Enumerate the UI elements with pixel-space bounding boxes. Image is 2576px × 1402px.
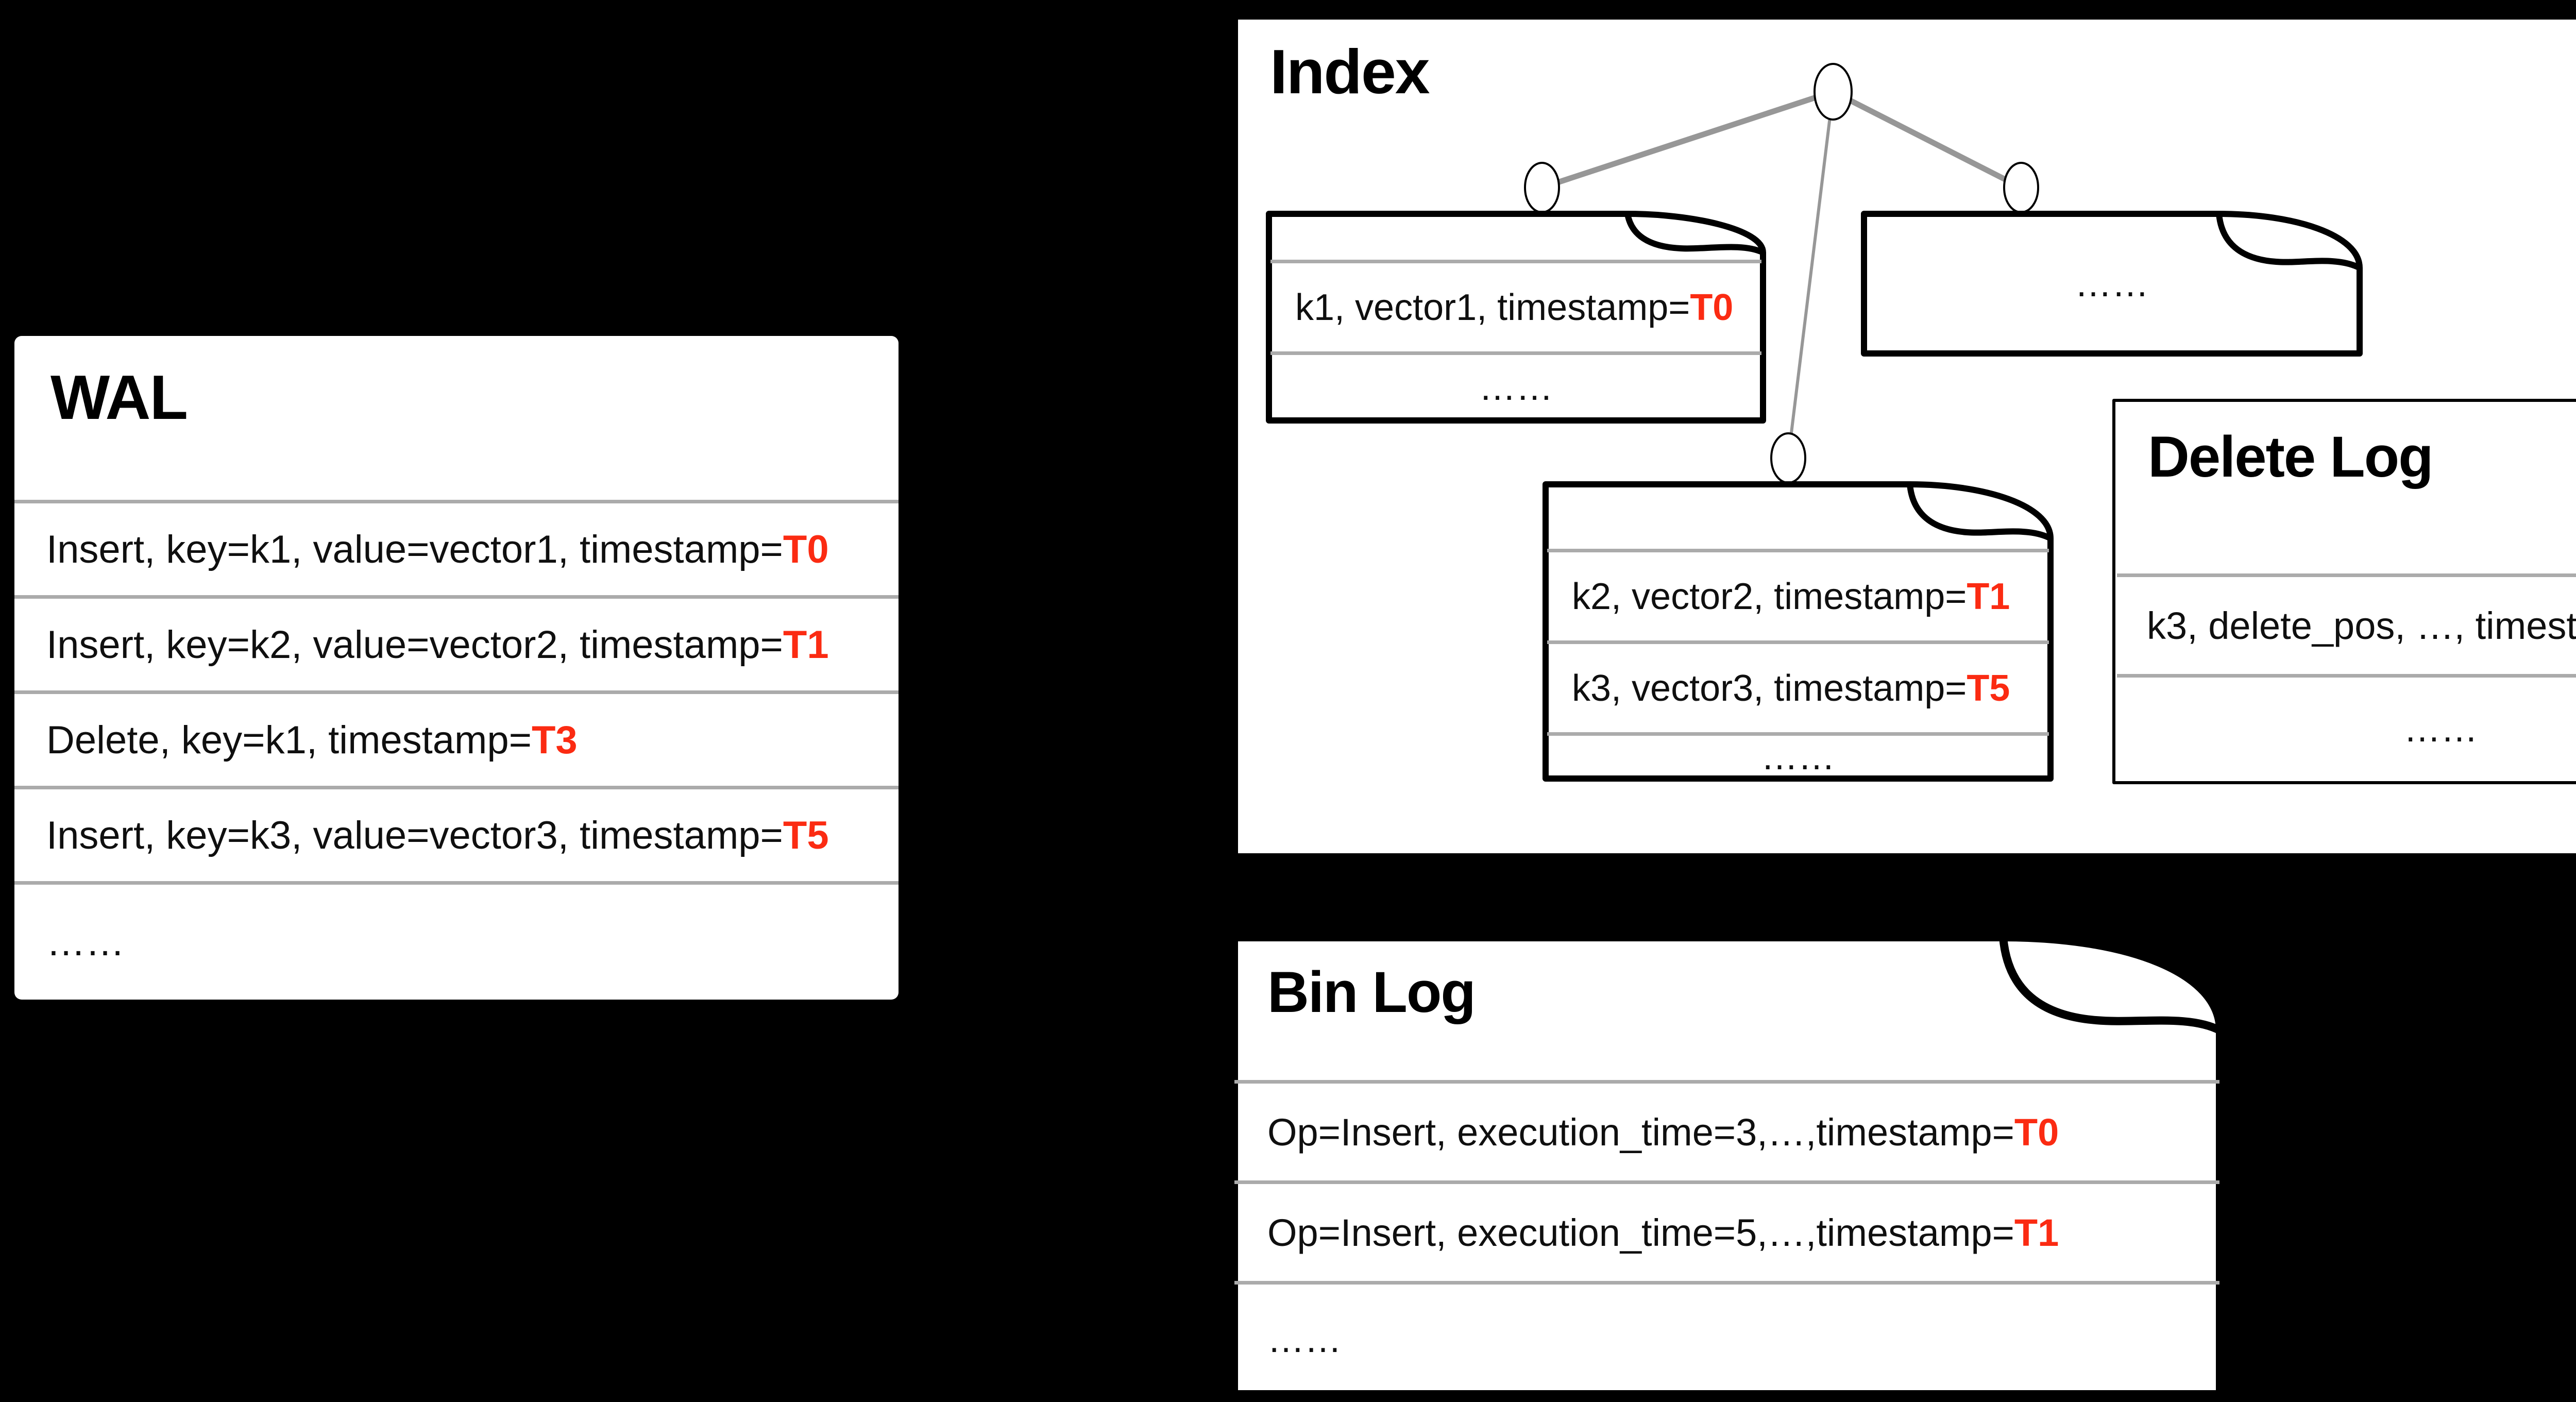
document-shape	[2112, 399, 2576, 784]
bin-log-row-1: Op=Insert, execution_time=3,…,timestamp=…	[1234, 1080, 2219, 1180]
tree-node-middle	[1770, 432, 1806, 484]
page-curl-icon	[2216, 213, 2361, 271]
tree-node-left	[1524, 162, 1560, 213]
page-curl-icon	[1907, 484, 2052, 542]
bin-log-header: Bin Log	[1234, 937, 2219, 1080]
index-entry: k3, vector3, timestamp=T5	[1547, 640, 2049, 732]
bin-log-title: Bin Log	[1267, 960, 1476, 1024]
delete-log-row: k3, delete_pos, …, timestamp=T3	[2117, 573, 2576, 674]
wal-row-1: Insert, key=k1, value=vector1, timestamp…	[14, 500, 899, 595]
log-entry-text: Insert, key=k3, value=vector3, timestamp…	[46, 813, 783, 857]
wal-row-4: Insert, key=k3, value=vector3, timestamp…	[14, 786, 899, 881]
document-more-row: ……	[1866, 214, 2358, 353]
index-entry: k2, vector2, timestamp=T1	[1547, 549, 2049, 640]
tree-edge-right	[1832, 89, 2023, 190]
ellipsis-text: ……	[1267, 1319, 1342, 1360]
timestamp-value: T0	[2014, 1110, 2059, 1154]
document-outline	[1266, 211, 1766, 424]
document-outline	[2112, 399, 2576, 784]
document-more-row: ……	[1547, 732, 2049, 778]
log-entry-text: k2, vector2, timestamp=	[1572, 576, 1967, 617]
index-entry: k1, vector1, timestamp=T0	[1270, 260, 1761, 351]
bin-log-row-2: Op=Insert, execution_time=5,…,timestamp=…	[1234, 1180, 2219, 1281]
log-entry-text: Insert, key=k2, value=vector2, timestamp…	[46, 622, 783, 667]
timestamp-value: T1	[783, 622, 829, 667]
page-curl-icon	[1999, 937, 2222, 1035]
log-entry-text: Delete, key=k1, timestamp=	[46, 718, 532, 762]
timestamp-value: T0	[1690, 286, 1734, 328]
delete-log-header: Delete Log	[2117, 402, 2576, 573]
document-rows: ……	[1866, 214, 2358, 353]
document-rows: k2, vector2, timestamp=T1 k3, vector3, t…	[1547, 485, 2049, 778]
document-more-row: ……	[2117, 674, 2576, 781]
log-entry-text: Insert, key=k1, value=vector1, timestamp…	[46, 527, 783, 571]
wal-row-more: ……	[14, 881, 899, 1000]
bin-log-panel: Bin Log Op=Insert, execution_time=3,…,ti…	[1229, 933, 2225, 1399]
wal-row-2: Insert, key=k2, value=vector2, timestamp…	[14, 595, 899, 690]
tree-node-right	[2003, 162, 2039, 213]
timestamp-value: T1	[1967, 576, 2010, 617]
index-title: Index	[1270, 37, 1430, 107]
index-leaf-document-3: ……	[1860, 210, 2363, 357]
timestamp-value: T5	[1967, 667, 2010, 709]
tree-edge-left	[1541, 89, 1834, 191]
index-tree	[1524, 63, 2039, 484]
timestamp-value: T5	[783, 813, 829, 857]
ellipsis-text: ……	[1479, 367, 1553, 408]
index-leaf-document-2: k2, vector2, timestamp=T1 k3, vector3, t…	[1542, 481, 2054, 782]
delete-log-panel: Delete Log k3, delete_pos, …, timestamp=…	[2112, 398, 2576, 785]
wal-panel: WAL Insert, key=k1, value=vector1, times…	[14, 336, 899, 1000]
document-header	[1270, 214, 1761, 260]
ellipsis-text: ……	[46, 920, 125, 964]
ellipsis-text: ……	[2403, 708, 2478, 750]
document-outline	[1861, 211, 2363, 357]
ellipsis-text: ……	[1761, 736, 1835, 778]
log-entry-text: k3, vector3, timestamp=	[1572, 667, 1967, 709]
document-more-row: ……	[1270, 351, 1761, 420]
wal-header: WAL	[14, 336, 899, 500]
log-entry-text: k1, vector1, timestamp=	[1295, 286, 1690, 328]
wal-row-3: Delete, key=k1, timestamp=T3	[14, 690, 899, 786]
document-outline	[1543, 481, 2054, 782]
log-entry-text: Op=Insert, execution_time=3,…,timestamp=	[1267, 1110, 2014, 1154]
delete-log-title: Delete Log	[2148, 425, 2434, 489]
wal-title: WAL	[50, 362, 188, 432]
timestamp-value: T1	[2014, 1211, 2059, 1254]
document-more-row: ……	[1234, 1281, 2219, 1395]
tree-node-root	[1814, 63, 1853, 121]
timestamp-value: T0	[783, 527, 829, 571]
document-outline	[1230, 933, 2224, 1398]
document-rows: k1, vector1, timestamp=T0 ……	[1270, 214, 1761, 420]
document-rows: Delete Log k3, delete_pos, …, timestamp=…	[2117, 402, 2576, 781]
log-entry-text: k3, delete_pos, …, timestamp=	[2147, 604, 2576, 647]
document-header	[1547, 485, 2049, 549]
timestamp-value: T3	[531, 718, 578, 762]
tree-edge-middle	[1787, 91, 1835, 459]
index-panel: Index k1, vector1, timestamp=T0 ……	[1233, 14, 2576, 858]
log-entry-text: Op=Insert, execution_time=5,…,timestamp=	[1267, 1211, 2014, 1254]
ellipsis-text: ……	[2075, 263, 2149, 305]
document-rows: Bin Log Op=Insert, execution_time=3,…,ti…	[1234, 937, 2219, 1395]
page-curl-icon	[1624, 213, 1765, 256]
index-leaf-document-1: k1, vector1, timestamp=T0 ……	[1265, 210, 1767, 424]
